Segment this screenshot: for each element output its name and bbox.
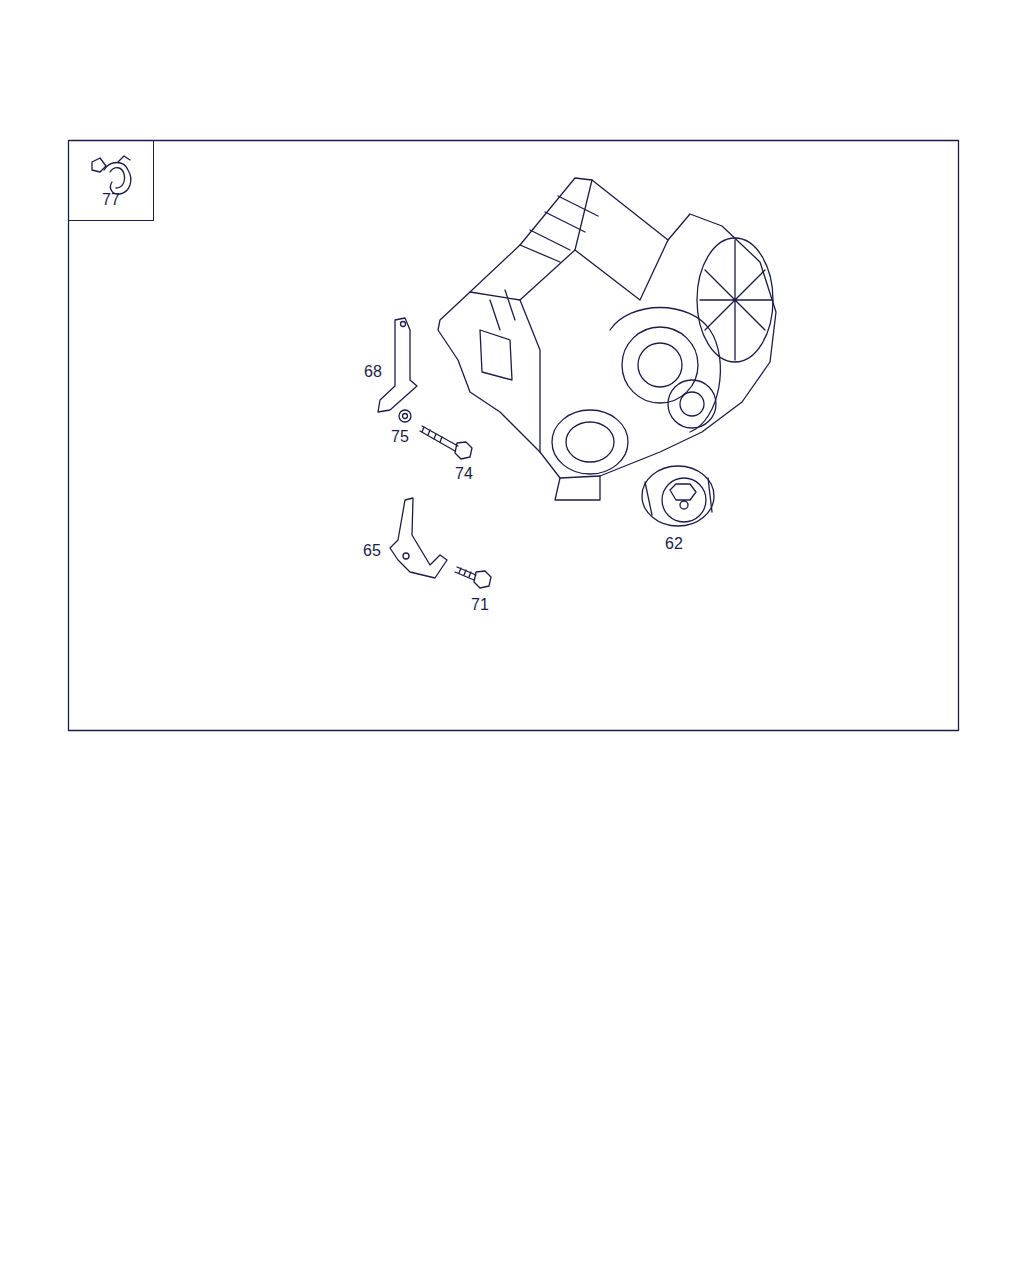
bracket bbox=[390, 498, 447, 578]
callout-number: 77 bbox=[69, 192, 153, 208]
washer-hole bbox=[403, 414, 408, 419]
callout-number: 62 bbox=[665, 536, 683, 552]
bolt bbox=[455, 567, 491, 588]
callout-number: 75 bbox=[391, 429, 409, 445]
callout-number: 68 bbox=[364, 364, 382, 380]
clip-icon bbox=[92, 156, 131, 194]
bolt bbox=[420, 426, 472, 459]
bracket-hole bbox=[403, 553, 409, 559]
callout-number: 65 bbox=[363, 543, 381, 559]
bracket bbox=[378, 318, 417, 412]
washer bbox=[399, 410, 411, 422]
callout-number: 74 bbox=[455, 466, 473, 482]
frame bbox=[69, 141, 959, 731]
inset-box: 77 bbox=[68, 140, 154, 221]
callout-number: 71 bbox=[471, 597, 489, 613]
rubber-mount bbox=[642, 466, 714, 526]
bracket-hole bbox=[401, 322, 406, 327]
transfer-case bbox=[438, 178, 776, 500]
